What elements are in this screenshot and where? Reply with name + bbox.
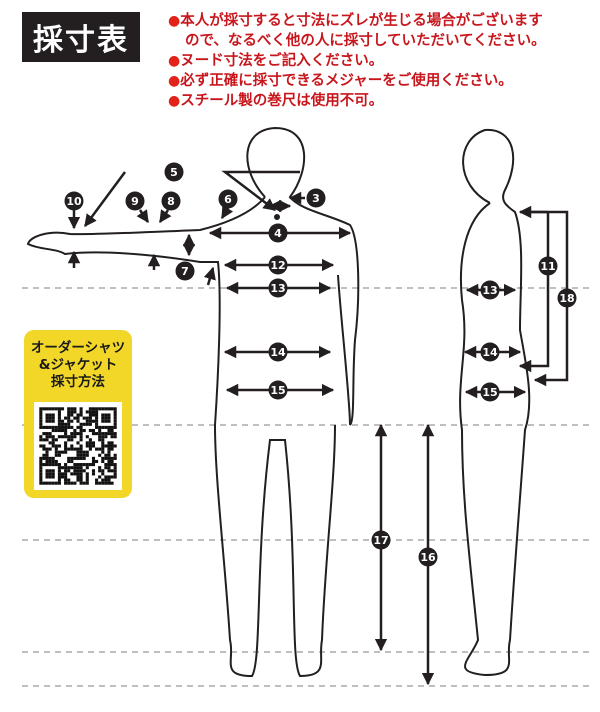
note-1-cont: ので、なるべく他の人に採寸していただいてください。 (185, 33, 546, 49)
svg-text:5: 5 (170, 166, 178, 179)
svg-text:17: 17 (373, 534, 388, 547)
marker-14: 14 (268, 342, 288, 362)
qr-code[interactable] (34, 402, 122, 490)
note-2: ●ヌード寸法をご記入ください。 (168, 53, 384, 69)
svg-text:16: 16 (420, 551, 436, 564)
instructions: ●本人が採寸すると寸法にズレが生じる場合がございます ので、なるべく他の人に採寸… (168, 11, 546, 111)
note-4: ●スチール製の巻尺は使用不可。 (168, 93, 384, 109)
marker-16: 16 (418, 547, 438, 567)
svg-text:12: 12 (270, 259, 285, 272)
svg-text:9: 9 (131, 195, 139, 208)
svg-text:4: 4 (274, 227, 282, 240)
qr-title: オーダーシャツ&ジャケット採寸方法 (30, 340, 126, 390)
note-3: ●必ず正確に採寸できるメジャーをご使用ください。 (168, 73, 513, 89)
svg-text:14: 14 (270, 346, 286, 359)
svg-text:13: 13 (270, 282, 285, 295)
note-1: ●本人が採寸すると寸法にズレが生じる場合がございます (168, 13, 543, 29)
marker-8: 8 (161, 191, 181, 211)
page-title: 採寸表 (22, 12, 140, 62)
svg-text:6: 6 (224, 193, 232, 206)
qr-panel[interactable]: オーダーシャツ&ジャケット採寸方法 (24, 330, 132, 498)
marker-17: 17 (371, 530, 391, 550)
svg-text:15: 15 (270, 384, 285, 397)
marker-13: 13 (268, 278, 288, 298)
measurement-markers: 3 4 5 6 7 8 9 10 11 12 13 14 15 16 17 18 13 14 15 (64, 162, 577, 567)
marker-15: 15 (480, 382, 500, 402)
svg-text:14: 14 (482, 346, 498, 359)
svg-text:10: 10 (66, 195, 82, 208)
svg-text:7: 7 (181, 265, 189, 278)
marker-14: 14 (480, 342, 500, 362)
svg-text:11: 11 (540, 260, 555, 273)
marker-3: 3 (306, 188, 326, 208)
marker-11: 11 (538, 256, 558, 276)
marker-9: 9 (125, 191, 145, 211)
marker-5: 5 (164, 162, 184, 182)
marker-6: 6 (218, 189, 238, 209)
marker-7: 7 (175, 261, 195, 281)
svg-text:8: 8 (167, 195, 175, 208)
marker-4: 4 (268, 223, 288, 243)
front-figure (26, 126, 360, 678)
marker-10: 10 (64, 191, 84, 211)
side-figure (459, 128, 531, 677)
marker-18: 18 (557, 288, 577, 308)
marker-15: 15 (268, 380, 288, 400)
marker-12: 12 (268, 255, 288, 275)
svg-text:3: 3 (312, 192, 320, 205)
svg-text:13: 13 (482, 284, 497, 297)
svg-text:18: 18 (559, 292, 574, 305)
svg-text:15: 15 (482, 386, 497, 399)
marker-13: 13 (480, 280, 500, 300)
